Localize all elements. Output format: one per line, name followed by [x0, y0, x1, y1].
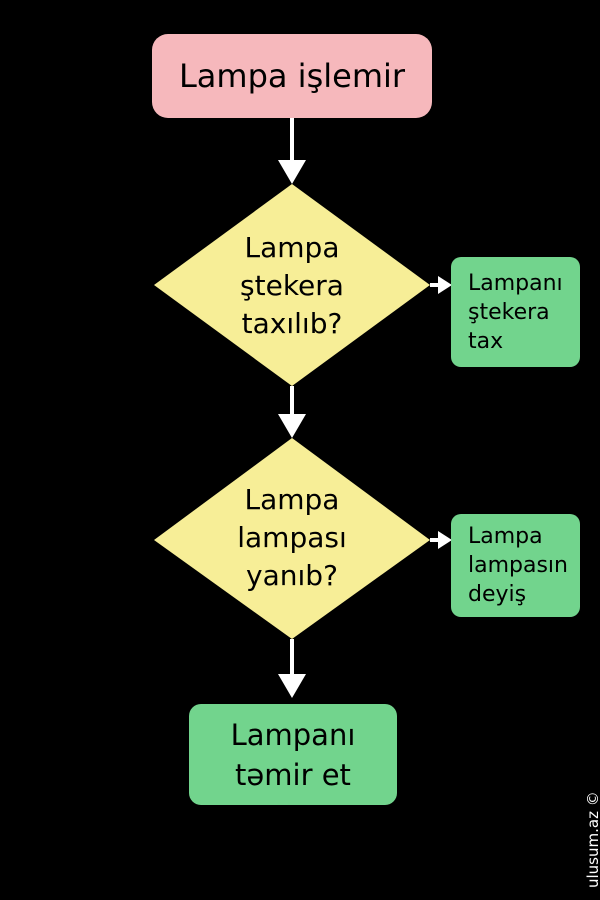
watermark-text: ulusum.az © — [584, 791, 600, 888]
action-node-2 — [451, 514, 580, 617]
action-1-label: Lampanı ştekera tax — [468, 270, 563, 354]
decision-1-label: Lampa ştekera taxılıb? — [240, 231, 344, 340]
decision-2-label: Lampa lampası yanıb? — [237, 483, 347, 592]
connector-decision-2-to-end — [278, 639, 306, 698]
action-2-label: Lampa lampasın deyiş — [468, 524, 568, 607]
connector-decision-2-to-action-2 — [430, 531, 452, 549]
connector-decision-1-to-decision-2 — [278, 386, 306, 438]
action-node-1 — [451, 257, 580, 367]
decision-node-2 — [154, 438, 430, 639]
connector-decision-1-to-action-1 — [430, 276, 452, 294]
connector-start-to-decision-1 — [278, 118, 306, 184]
start-node — [152, 34, 432, 118]
end-node — [189, 704, 397, 805]
start-node-label: Lampa işlemir — [178, 57, 406, 95]
end-node-label: Lampanı təmir et — [230, 717, 356, 792]
decision-node-1 — [154, 184, 430, 386]
